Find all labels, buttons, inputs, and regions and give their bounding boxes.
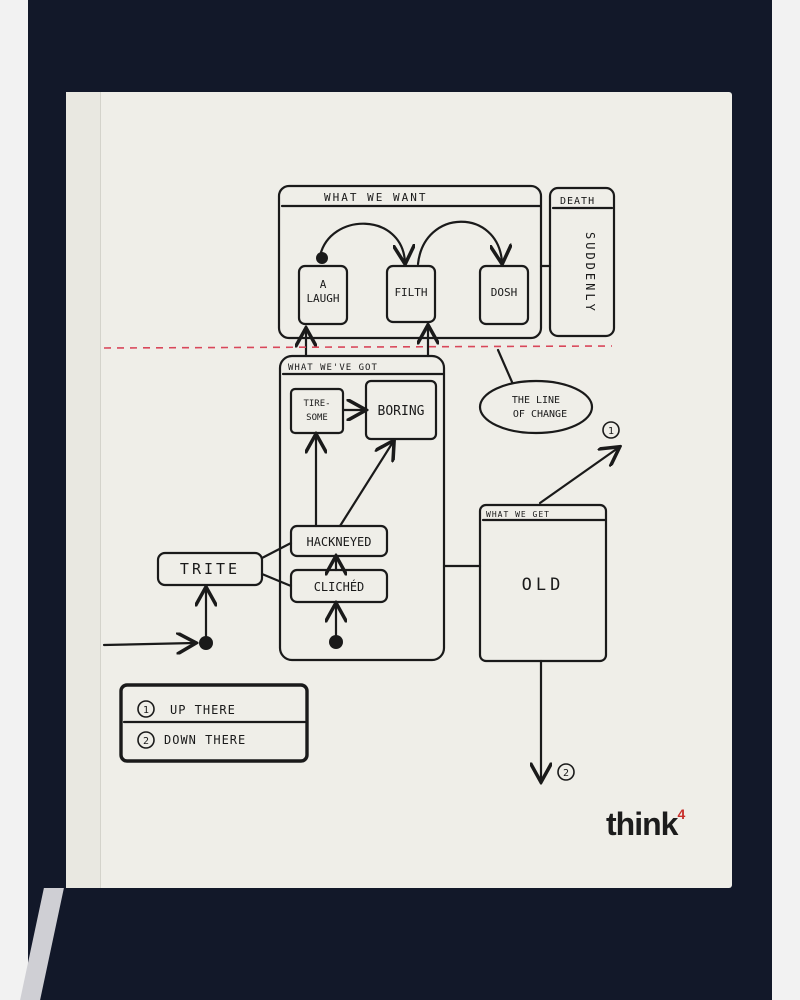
- marker-2-label: 2: [563, 768, 569, 779]
- got-box: [278, 354, 446, 662]
- arrow-hackneyed-boring: [338, 442, 393, 528]
- boring-label: BORING: [378, 404, 425, 419]
- legend-1-label: UP THERE: [170, 703, 236, 717]
- trite-label: TRITE: [180, 560, 240, 578]
- line-of-change-label-2: OF CHANGE: [513, 409, 567, 420]
- legend-2-circle: [137, 731, 155, 749]
- node-tiresome: [289, 387, 345, 435]
- think-logo: think4: [606, 806, 685, 846]
- got-title: WHAT WE'VE GOT: [288, 363, 378, 373]
- cliched-label: CLICHÉD: [314, 579, 365, 594]
- marker-1-circle: [602, 421, 620, 439]
- brand-name: think: [606, 806, 678, 842]
- death-box: [548, 186, 616, 338]
- line-of-change-pointer: [496, 348, 514, 384]
- arrow-up-there: [538, 448, 618, 505]
- arc-laugh-filth: [318, 222, 405, 262]
- trite-to-cliched: [260, 572, 293, 588]
- line-of-change-dashed: [103, 345, 613, 349]
- book-spine: [66, 92, 101, 888]
- legend-2-label: DOWN THERE: [164, 733, 246, 747]
- arrow-entry: [102, 643, 194, 645]
- get-title: WHAT WE GET: [486, 510, 550, 519]
- suddenly-label: SUDDENLY: [583, 232, 597, 314]
- legend-1-circle: [137, 700, 155, 718]
- tiresome-label-1: TIRE-: [303, 399, 330, 409]
- trite-to-hackneyed: [260, 541, 293, 560]
- node-a-laugh-label-2: LAUGH: [306, 292, 339, 305]
- tiresome-label-2: SOME: [306, 413, 328, 423]
- book-cover: [66, 92, 732, 888]
- line-of-change-bubble: [478, 379, 594, 435]
- node-dosh-label: DOSH: [491, 286, 518, 299]
- death-label: DEATH: [560, 196, 595, 207]
- line-of-change-label-1: THE LINE: [512, 395, 560, 406]
- legend-2-num: 2: [143, 736, 149, 747]
- dot-trite-source: [199, 636, 213, 650]
- want-title: WHAT WE WANT: [324, 191, 427, 204]
- arc-filth-dosh: [416, 220, 502, 264]
- legend-box: [119, 683, 309, 763]
- legend-1-num: 1: [143, 705, 149, 716]
- node-filth-label: FILTH: [394, 286, 427, 299]
- brand-superscript: 4: [677, 806, 685, 823]
- old-label: OLD: [522, 575, 565, 595]
- marker-2-circle: [557, 763, 575, 781]
- dot-cliched-source: [329, 635, 343, 649]
- get-box: [478, 503, 608, 663]
- node-a-laugh-label-1: A: [320, 278, 327, 291]
- marker-1-label: 1: [608, 426, 614, 437]
- dot-laugh-source: [316, 252, 328, 264]
- hackneyed-label: HACKNEYED: [306, 535, 371, 549]
- want-box: [277, 184, 543, 340]
- node-a-laugh: [297, 264, 349, 326]
